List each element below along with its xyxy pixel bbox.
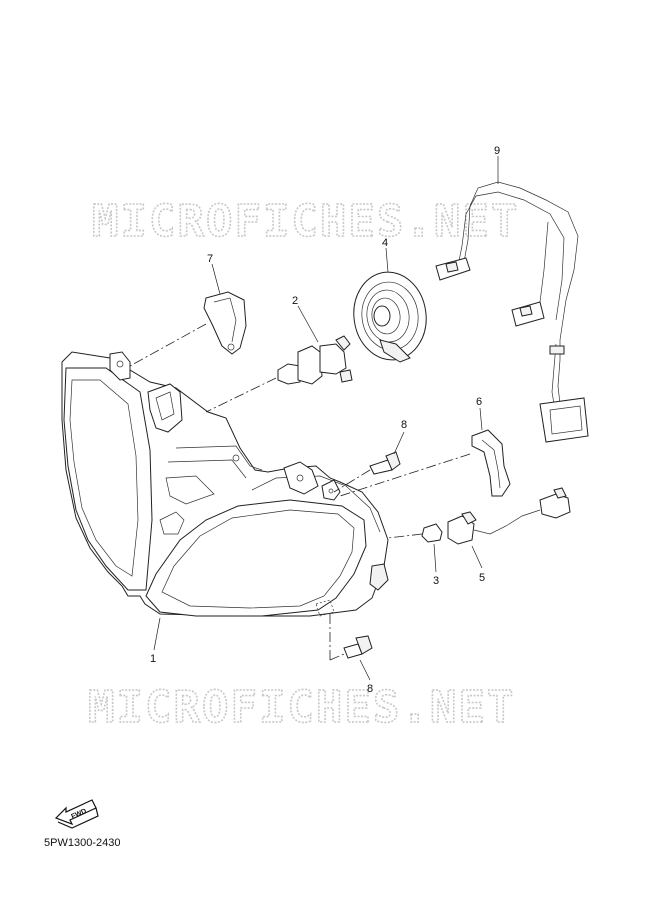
screw-lower: [343, 635, 373, 681]
headlight-bulb: [277, 305, 353, 385]
assembly-guide-lines: [129, 323, 471, 661]
position-bulb: [421, 523, 443, 573]
callout-8-lower: 8: [367, 683, 373, 695]
headlight-stay-bracket: [471, 407, 511, 497]
callout-3: 3: [433, 575, 439, 587]
fwd-arrow-icon: FWD: [54, 799, 99, 829]
sub-wire-harness: [435, 156, 589, 443]
screw-upper: [369, 431, 405, 475]
callout-8-upper: 8: [401, 419, 407, 431]
callout-5: 5: [479, 572, 485, 584]
callout-4: 4: [382, 237, 388, 249]
callout-2: 2: [292, 295, 298, 307]
callout-9: 9: [494, 145, 500, 157]
callout-7: 7: [207, 253, 213, 265]
callout-6: 6: [476, 396, 482, 408]
headlight-housing-assembly: [61, 351, 389, 651]
watermark-top: MICROFICHES.NET: [92, 196, 519, 247]
diagram-reference-code: 5PW1300-2430: [44, 837, 120, 849]
bulb-cover: [353, 247, 427, 363]
callout-1: 1: [150, 653, 156, 665]
watermark-bottom: MICROFICHES.NET: [88, 682, 515, 733]
position-light-socket-cord: [447, 487, 571, 569]
headlight-bracket: [203, 263, 247, 355]
